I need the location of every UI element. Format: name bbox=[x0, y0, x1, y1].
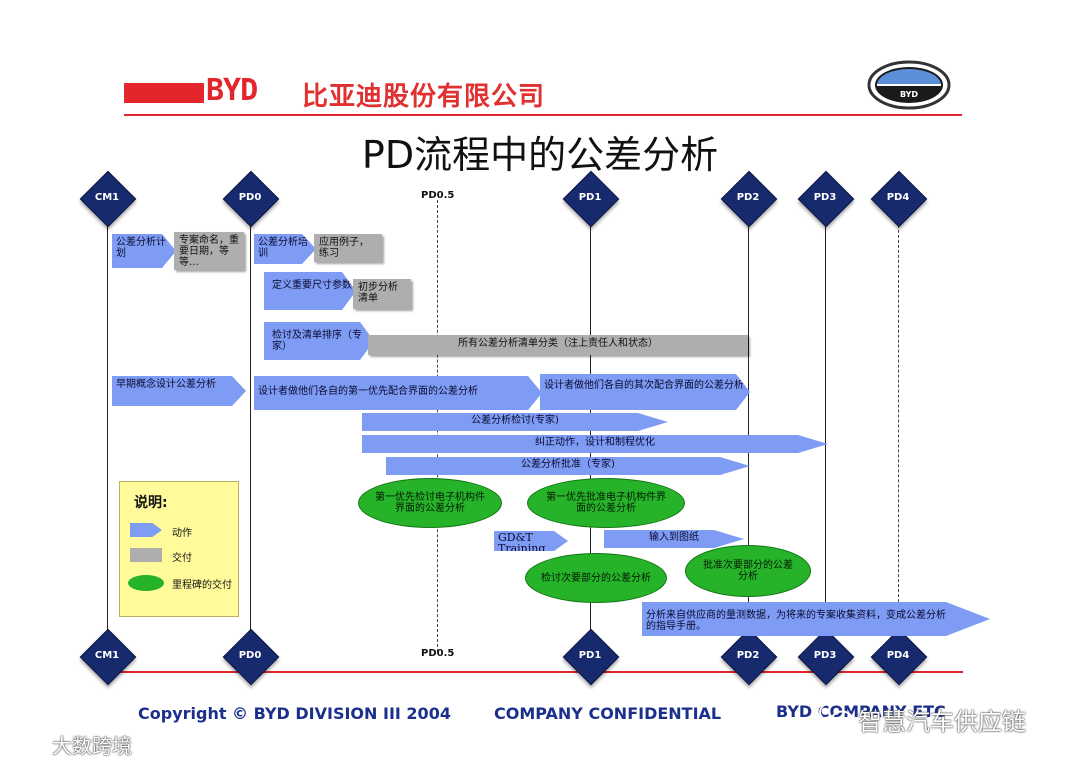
milestone-label-pd2-top: PD2 bbox=[736, 192, 760, 203]
milestone-label-pd0-bottom: PD0 bbox=[238, 650, 262, 661]
milestone-label-pd05-bottom: PD0.5 bbox=[421, 648, 455, 659]
company-name: 比亚迪股份有限公司 bbox=[302, 82, 546, 112]
action-corrective-optimization: 纠正动作，设计和制程优化 bbox=[362, 435, 828, 453]
action-first-priority-analysis: 设计者做他们各自的第一优先配合界面的公差分析 bbox=[254, 376, 542, 410]
milestone-line-cm1 bbox=[107, 200, 108, 652]
action-secondary-analysis: 设计者做他们各自的其次配合界面的公差分析 bbox=[540, 374, 750, 410]
milestone-label-pd2-bottom: PD2 bbox=[736, 650, 760, 661]
weibo-icon bbox=[10, 731, 50, 757]
gdt-training-label: GD&T Training bbox=[498, 531, 546, 555]
header-red-bar-left bbox=[124, 83, 204, 103]
action-define-key-dimensions: 定义重要尺寸参数 bbox=[264, 272, 356, 310]
milestone-line-pd3 bbox=[825, 200, 826, 652]
legend-action-label: 动作 bbox=[172, 528, 192, 539]
footer-confidential: COMPANY CONFIDENTIAL bbox=[494, 704, 722, 723]
legend-deliverable-label: 交付 bbox=[172, 553, 192, 564]
milestone-line-pd2 bbox=[748, 200, 749, 652]
byd-logo-text: BYD bbox=[206, 73, 258, 108]
milestone-label-pd1-bottom: PD1 bbox=[578, 650, 602, 661]
milestone-label-pd05-top: PD0.5 bbox=[421, 190, 455, 201]
legend-box: 说明: 动作 交付 里程碑的交付 bbox=[119, 481, 239, 617]
action-review-and-sort: 检讨及清单排序（专家） bbox=[264, 322, 374, 360]
milestone-label-pd4-bottom: PD4 bbox=[886, 650, 910, 661]
legend-title: 说明: bbox=[134, 495, 168, 511]
deliverable-initial-list: 初步分析清单 bbox=[353, 279, 411, 309]
footer-copyright: Copyright © BYD DIVISION III 2004 bbox=[138, 704, 451, 723]
footer-right: BYD COMPANY ETC bbox=[776, 702, 946, 721]
milestone-deliverable-first-approval: 第一优先批准电子机构件界面的公差分析 bbox=[527, 478, 685, 528]
legend-milestone-label: 里程碑的交付 bbox=[172, 580, 232, 591]
action-input-to-drawings: 输入到图纸 bbox=[604, 530, 744, 548]
milestone-label-pd4-top: PD4 bbox=[886, 192, 910, 203]
action-gdt-training: GD&T Training bbox=[494, 531, 568, 551]
header-underline bbox=[124, 114, 962, 116]
byd-emblem-icon: BYD bbox=[867, 60, 951, 110]
deliverable-all-lists: 所有公差分析清单分类（注上责任人和状态） bbox=[368, 335, 748, 355]
legend-deliverable-swatch bbox=[130, 548, 162, 562]
milestone-label-cm1-top: CM1 bbox=[94, 192, 120, 203]
milestone-deliverable-first-review: 第一优先检讨电子机构件界面的公差分析 bbox=[358, 478, 502, 528]
milestone-line-pd4 bbox=[898, 200, 899, 652]
watermark-right: 智慧汽车供应链 bbox=[858, 708, 1026, 736]
milestone-label-pd3-top: PD3 bbox=[813, 192, 837, 203]
deliverable-examples: 应用例子，练习 bbox=[314, 234, 382, 262]
milestone-deliverable-secondary-approval: 批准次要部分的公差分析 bbox=[685, 545, 811, 597]
bottom-red-line bbox=[107, 671, 963, 673]
legend-milestone-swatch bbox=[128, 575, 164, 591]
milestone-label-pd3-bottom: PD3 bbox=[813, 650, 837, 661]
action-tolerance-training: 公差分析培训 bbox=[254, 234, 316, 264]
action-tolerance-plan: 公差分析计划 bbox=[112, 234, 176, 268]
action-supplier-data-analysis: 分析来自供应商的量测数据，为将来的专案收集资料，变成公差分析的指导手册。 bbox=[642, 602, 990, 636]
page-title: PD流程中的公差分析 bbox=[361, 133, 719, 177]
action-tolerance-approval: 公差分析批准（专家) bbox=[386, 457, 750, 475]
milestone-label-cm1-bottom: CM1 bbox=[94, 650, 120, 661]
wechat-icon bbox=[818, 700, 854, 730]
action-tolerance-review: 公差分析检讨(专家) bbox=[362, 413, 668, 431]
milestone-label-pd0-top: PD0 bbox=[238, 192, 262, 203]
action-early-concept-analysis: 早期概念设计公差分析 bbox=[112, 376, 246, 406]
deliverable-project-naming: 专案命名，重要日期，等等… bbox=[174, 232, 244, 270]
milestone-deliverable-secondary-review: 检讨次要部分的公差分析 bbox=[525, 553, 667, 603]
emblem-text: BYD bbox=[899, 90, 919, 99]
milestone-line-pd0 bbox=[250, 200, 251, 652]
watermark-left: 大数跨境 bbox=[52, 734, 132, 758]
milestone-label-pd1-top: PD1 bbox=[578, 192, 602, 203]
legend-action-swatch bbox=[130, 523, 162, 537]
